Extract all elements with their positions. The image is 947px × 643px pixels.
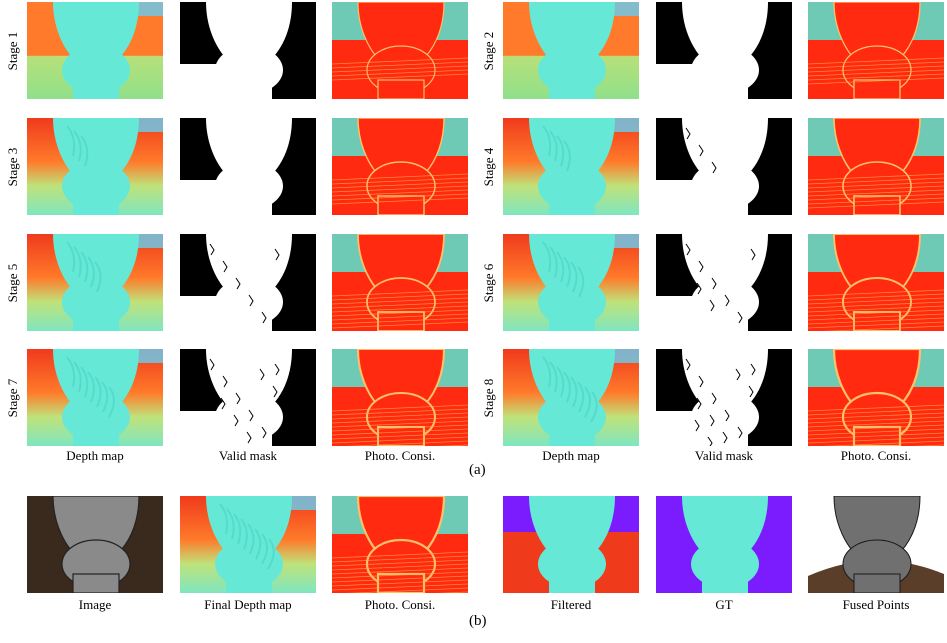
- stage-label: Stage 7: [5, 378, 20, 417]
- final-depth-map-image: [180, 496, 316, 593]
- stage-label: Stage 8: [481, 378, 496, 417]
- column-caption: Photo. Consi.: [364, 448, 436, 463]
- valid-mask-image: [180, 349, 316, 446]
- photo-consistency-image: [808, 349, 944, 446]
- panel-b-caption: Image: [78, 597, 112, 612]
- stage-label: Stage 4: [481, 147, 496, 186]
- panel-b-caption: GT: [715, 597, 733, 612]
- stage-label: Stage 1: [5, 31, 20, 70]
- fused-points-image: [808, 496, 944, 593]
- depth-map-image: [503, 349, 639, 446]
- panel-b-label: (b): [469, 613, 487, 629]
- valid-mask-image: [656, 118, 792, 215]
- panel-b-caption: Filtered: [550, 597, 592, 612]
- panel-b-caption: Final Depth map: [204, 597, 292, 612]
- panel-b-caption: Photo. Consi.: [364, 597, 436, 612]
- column-caption: Valid mask: [694, 448, 754, 463]
- depth-map-image: [27, 118, 163, 215]
- photo-consistency-image: [332, 349, 468, 446]
- depth-map-image: [27, 2, 163, 99]
- valid-mask-image: [656, 349, 792, 446]
- panel-b-caption: Fused Points: [842, 597, 910, 612]
- depth-map-image: [27, 234, 163, 331]
- stage-label: Stage 2: [481, 31, 496, 70]
- panel-a-label: (a): [469, 462, 486, 478]
- photo-consistency-image: [332, 118, 468, 215]
- column-caption: Depth map: [542, 448, 600, 463]
- valid-mask-image: [180, 2, 316, 99]
- valid-mask-image: [656, 2, 792, 99]
- photo-consistency-image: [808, 234, 944, 331]
- final-photo-consistency-image: [332, 496, 468, 593]
- depth-map-image: [27, 349, 163, 446]
- ground-truth-image: [656, 496, 792, 593]
- depth-map-image: [503, 2, 639, 99]
- filtered-depth-image: [503, 496, 639, 593]
- column-caption: Depth map: [66, 448, 124, 463]
- photo-image: [27, 496, 163, 593]
- photo-consistency-image: [332, 234, 468, 331]
- valid-mask-image: [656, 234, 792, 331]
- column-caption: Valid mask: [218, 448, 278, 463]
- valid-mask-image: [180, 234, 316, 331]
- photo-consistency-image: [808, 2, 944, 99]
- column-caption: Photo. Consi.: [840, 448, 912, 463]
- valid-mask-image: [180, 118, 316, 215]
- stage-label: Stage 6: [481, 263, 496, 302]
- depth-map-image: [503, 118, 639, 215]
- stage-label: Stage 5: [5, 263, 20, 302]
- photo-consistency-image: [808, 118, 944, 215]
- stage-label: Stage 3: [5, 147, 20, 186]
- photo-consistency-image: [332, 2, 468, 99]
- depth-map-image: [503, 234, 639, 331]
